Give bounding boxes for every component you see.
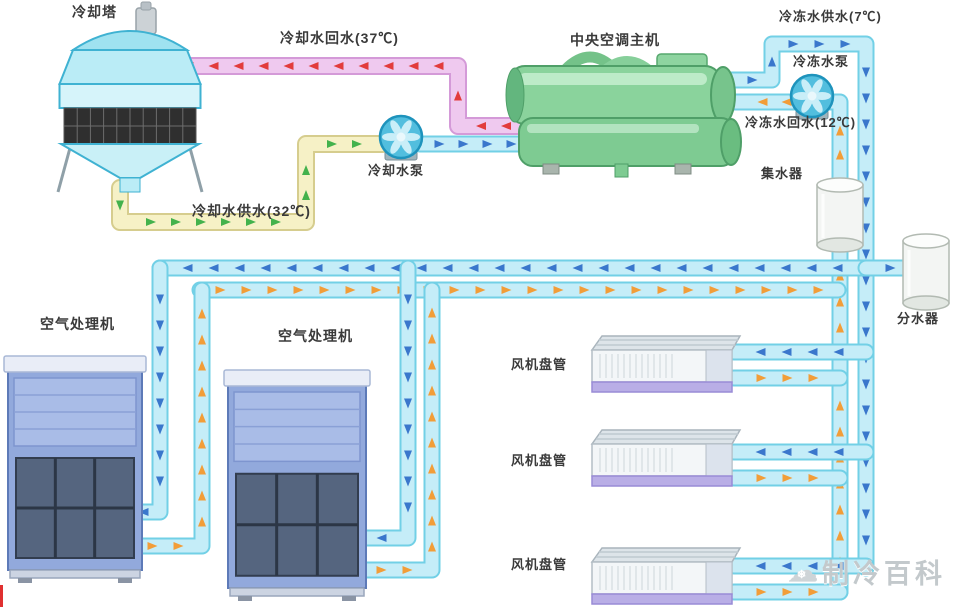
pipe-collector-to-pump-return-12C xyxy=(725,93,849,193)
fan-coil-unit-1 xyxy=(590,335,742,393)
air-handling-unit-1 xyxy=(3,355,147,583)
pipe-cooling-water-supply-32C xyxy=(111,135,391,231)
pipe-fcu1-supply xyxy=(725,343,875,361)
watermark-text: 制冷百科 xyxy=(822,559,946,589)
pipe-chilled-supply-to-ahu xyxy=(151,259,875,277)
pipe-chilled-supply-7C-main xyxy=(723,35,875,577)
pipe-fcu1-return xyxy=(725,369,849,387)
equipment-layer xyxy=(3,1,950,605)
pipe-cooling-water-return-37C xyxy=(161,57,539,135)
watermark: ☁❄ 制冷百科 xyxy=(788,552,946,591)
cooling-tower xyxy=(56,1,204,193)
water-distributor xyxy=(902,233,950,311)
red-corner-mark xyxy=(0,585,3,607)
pipe-fcu2-return xyxy=(725,469,849,487)
pipe-cooling-pump-to-chiller xyxy=(411,135,539,153)
water-collector xyxy=(816,177,864,253)
fan-coil-unit-2 xyxy=(590,429,742,487)
pipe-ahu2-supply xyxy=(347,259,417,547)
pipe-fcu3-supply xyxy=(725,557,875,575)
pipes-layer xyxy=(111,35,923,601)
central-ac-chiller xyxy=(505,51,742,178)
chilled-water-pump xyxy=(789,73,835,120)
pipe-fcu3-return xyxy=(725,583,849,601)
pipe-ahu2-return xyxy=(347,281,441,579)
cloud-snowflake-icon: ☁❄ xyxy=(788,554,818,588)
cooling-water-pump xyxy=(378,114,424,161)
pipe-chilled-return-main xyxy=(191,281,847,299)
air-handling-unit-2 xyxy=(223,369,371,601)
pipe-ahu1-return xyxy=(119,281,211,555)
snowflake-icon: ❄ xyxy=(797,568,807,581)
pipe-fcu2-supply xyxy=(725,443,875,461)
fan-coil-unit-3 xyxy=(590,547,742,605)
